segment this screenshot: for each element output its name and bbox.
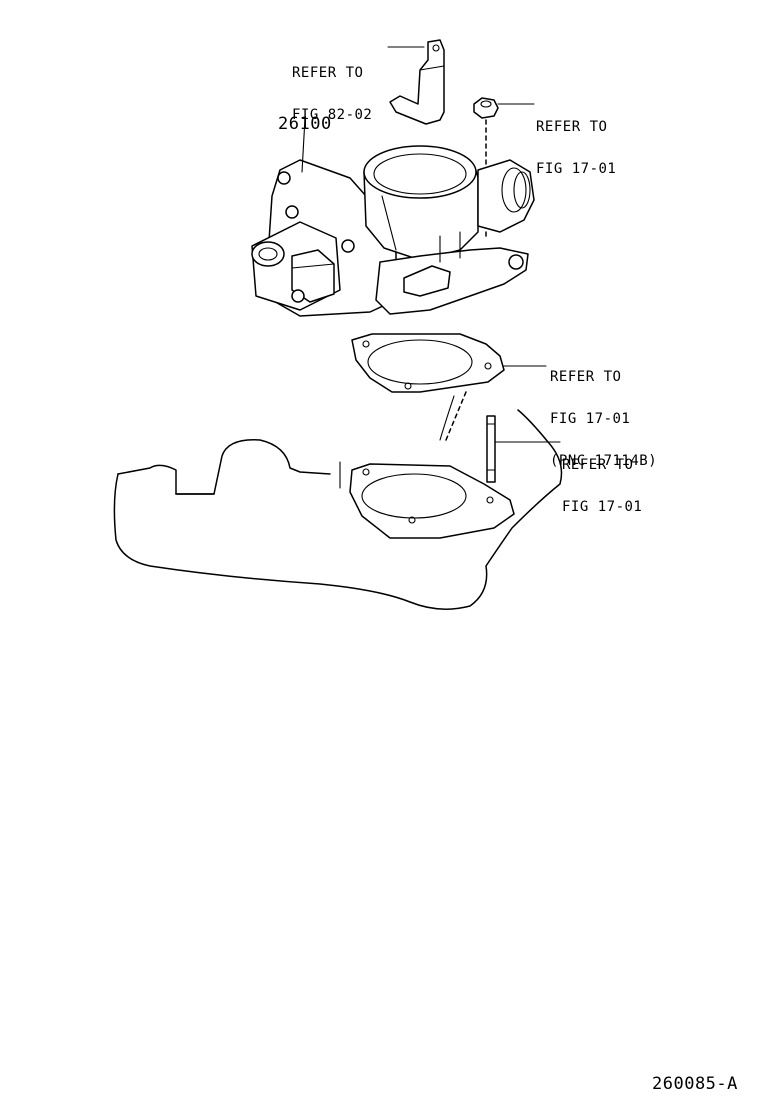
callout-stud-line-2: FIG 17-01 bbox=[562, 499, 643, 515]
figure-id-label: 260085-A bbox=[652, 1074, 738, 1094]
gasket-part bbox=[351, 333, 547, 441]
callout-nut-line-2: FIG 17-01 bbox=[536, 161, 617, 177]
callout-gasket[interactable]: REFER TO FIG 17-01 (PNC 17114B) bbox=[550, 342, 657, 482]
intake-manifold-part bbox=[113, 395, 563, 610]
callout-nut[interactable]: REFER TO FIG 17-01 bbox=[536, 92, 616, 190]
throttle-body-part bbox=[251, 117, 535, 317]
callout-gasket-line-3: (PNC 17114B) bbox=[550, 453, 658, 469]
bracket-part bbox=[387, 39, 445, 125]
callout-bracket[interactable]: REFER TO FIG 82-02 bbox=[292, 38, 372, 136]
callout-stud[interactable]: REFER TO FIG 17-01 bbox=[562, 430, 642, 528]
callout-stud-line-1: REFER TO bbox=[562, 457, 634, 473]
callout-bracket-line-2: FIG 82-02 bbox=[292, 107, 373, 123]
callout-gasket-line-1: REFER TO bbox=[550, 369, 622, 385]
callout-bracket-line-1: REFER TO bbox=[292, 65, 364, 81]
stud-part bbox=[486, 415, 561, 483]
callout-nut-line-1: REFER TO bbox=[536, 119, 608, 135]
part-number-label[interactable]: 26100 bbox=[278, 114, 332, 134]
callout-gasket-line-2: FIG 17-01 bbox=[550, 411, 631, 427]
